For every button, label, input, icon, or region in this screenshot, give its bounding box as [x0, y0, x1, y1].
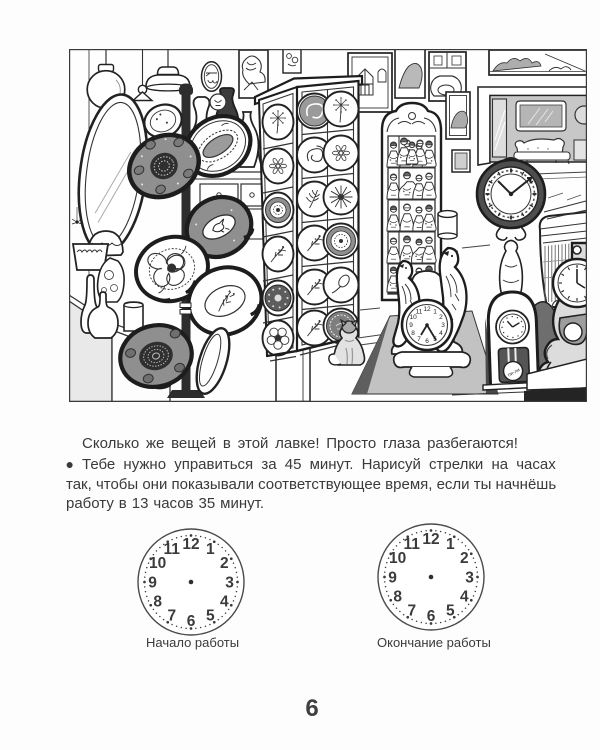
svg-text:8: 8	[411, 330, 415, 337]
svg-text:3: 3	[225, 574, 234, 591]
svg-text:6: 6	[187, 613, 196, 630]
svg-text:9: 9	[388, 569, 397, 586]
svg-text:11: 11	[404, 536, 421, 553]
svg-text:1: 1	[446, 536, 455, 553]
svg-text:11: 11	[416, 308, 423, 315]
svg-text:1: 1	[433, 308, 437, 315]
svg-text:12: 12	[422, 531, 439, 548]
svg-text:10: 10	[409, 314, 417, 321]
svg-text:4: 4	[439, 330, 443, 337]
svg-text:3: 3	[441, 322, 445, 329]
svg-text:12: 12	[182, 536, 199, 553]
svg-text:2: 2	[220, 555, 229, 572]
svg-text:10: 10	[149, 555, 166, 572]
svg-text:8: 8	[393, 589, 402, 606]
svg-text:7: 7	[417, 336, 421, 343]
svg-text:3: 3	[465, 569, 474, 586]
svg-text:12: 12	[423, 306, 431, 313]
svg-text:2: 2	[439, 314, 443, 321]
svg-text:7: 7	[407, 603, 416, 620]
svg-text:9: 9	[409, 322, 413, 329]
svg-text:2: 2	[460, 550, 469, 567]
svg-text:4: 4	[460, 589, 469, 606]
svg-text:пи-ли: пи-ли	[507, 367, 521, 378]
svg-text:4: 4	[220, 594, 229, 611]
svg-text:8: 8	[153, 594, 162, 611]
svg-text:5: 5	[446, 603, 455, 620]
svg-text:5: 5	[206, 608, 215, 625]
svg-text:10: 10	[389, 550, 406, 567]
svg-text:11: 11	[164, 541, 181, 558]
svg-text:6: 6	[425, 338, 429, 345]
svg-text:1: 1	[206, 541, 215, 558]
svg-text:9: 9	[148, 574, 157, 591]
svg-text:6: 6	[427, 608, 436, 625]
svg-text:7: 7	[167, 608, 176, 625]
